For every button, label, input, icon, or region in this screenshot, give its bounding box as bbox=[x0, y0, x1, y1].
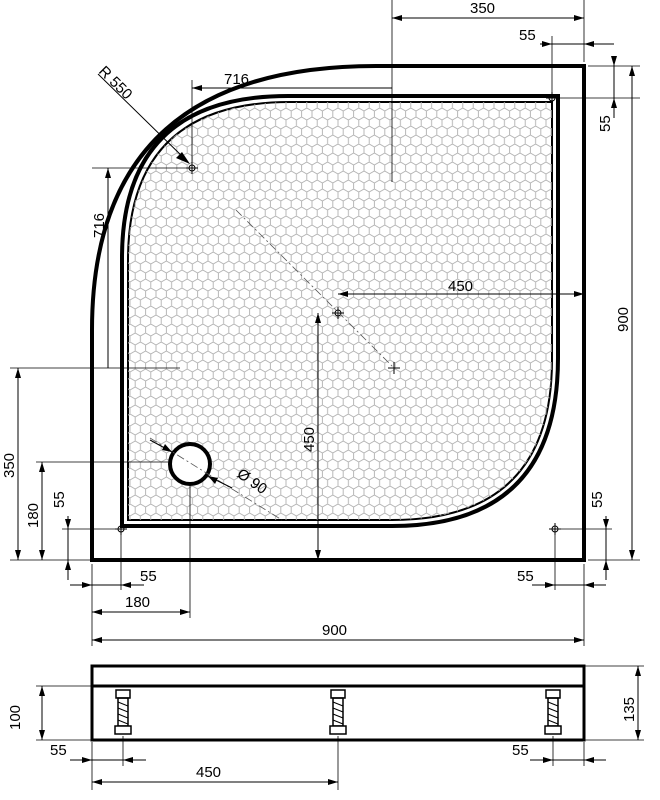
tray-inner-outline bbox=[120, 94, 560, 528]
dim-total-height: 135 bbox=[621, 697, 638, 722]
radius-label: R 550 bbox=[95, 63, 135, 103]
dim-margin-top: 55 bbox=[519, 27, 536, 44]
dim-depth: 900 bbox=[615, 307, 632, 332]
fixing-mark-top-left bbox=[186, 162, 198, 174]
fixing-mark-top-right bbox=[546, 92, 558, 104]
waste-outlet bbox=[168, 442, 212, 486]
dim-corner-top: 350 bbox=[470, 0, 495, 17]
dim-leg-right-offset: 55 bbox=[512, 742, 529, 759]
leg-center bbox=[329, 689, 347, 735]
dim-center-y: 450 bbox=[301, 427, 318, 452]
elevation-view: 100 135 55 55 450 bbox=[7, 664, 644, 790]
dim-margin-right-top: 55 bbox=[597, 115, 614, 132]
tray-outer-outline bbox=[90, 64, 586, 562]
fixing-mark-bottom-right bbox=[549, 523, 561, 535]
plan-view: R 550 350 55 716 716 55 bbox=[1, 0, 640, 646]
leg-right bbox=[544, 689, 562, 735]
dim-width: 900 bbox=[322, 622, 347, 639]
dim-waste-x: 180 bbox=[125, 594, 150, 611]
dim-margin-bottom-right: 55 bbox=[517, 568, 534, 585]
dim-margin-bottom-left: 55 bbox=[140, 568, 157, 585]
dim-arc-top: 716 bbox=[224, 71, 249, 88]
dim-waste-y: 180 bbox=[25, 503, 42, 528]
dim-leg-left-offset: 55 bbox=[50, 742, 67, 759]
leg-left bbox=[114, 689, 132, 735]
fixing-mark-bottom-left bbox=[115, 523, 127, 535]
dim-leg-height: 100 bbox=[7, 705, 24, 730]
dim-margin-left: 55 bbox=[51, 491, 68, 508]
tray-side-top bbox=[90, 664, 586, 688]
dim-arc-left: 716 bbox=[91, 213, 108, 238]
dim-leg-center-offset: 450 bbox=[196, 764, 221, 781]
dim-center-x: 450 bbox=[448, 278, 473, 295]
dim-corner-right: 350 bbox=[1, 453, 18, 478]
center-mark bbox=[332, 307, 400, 374]
dim-margin-right-bottom: 55 bbox=[589, 491, 606, 508]
